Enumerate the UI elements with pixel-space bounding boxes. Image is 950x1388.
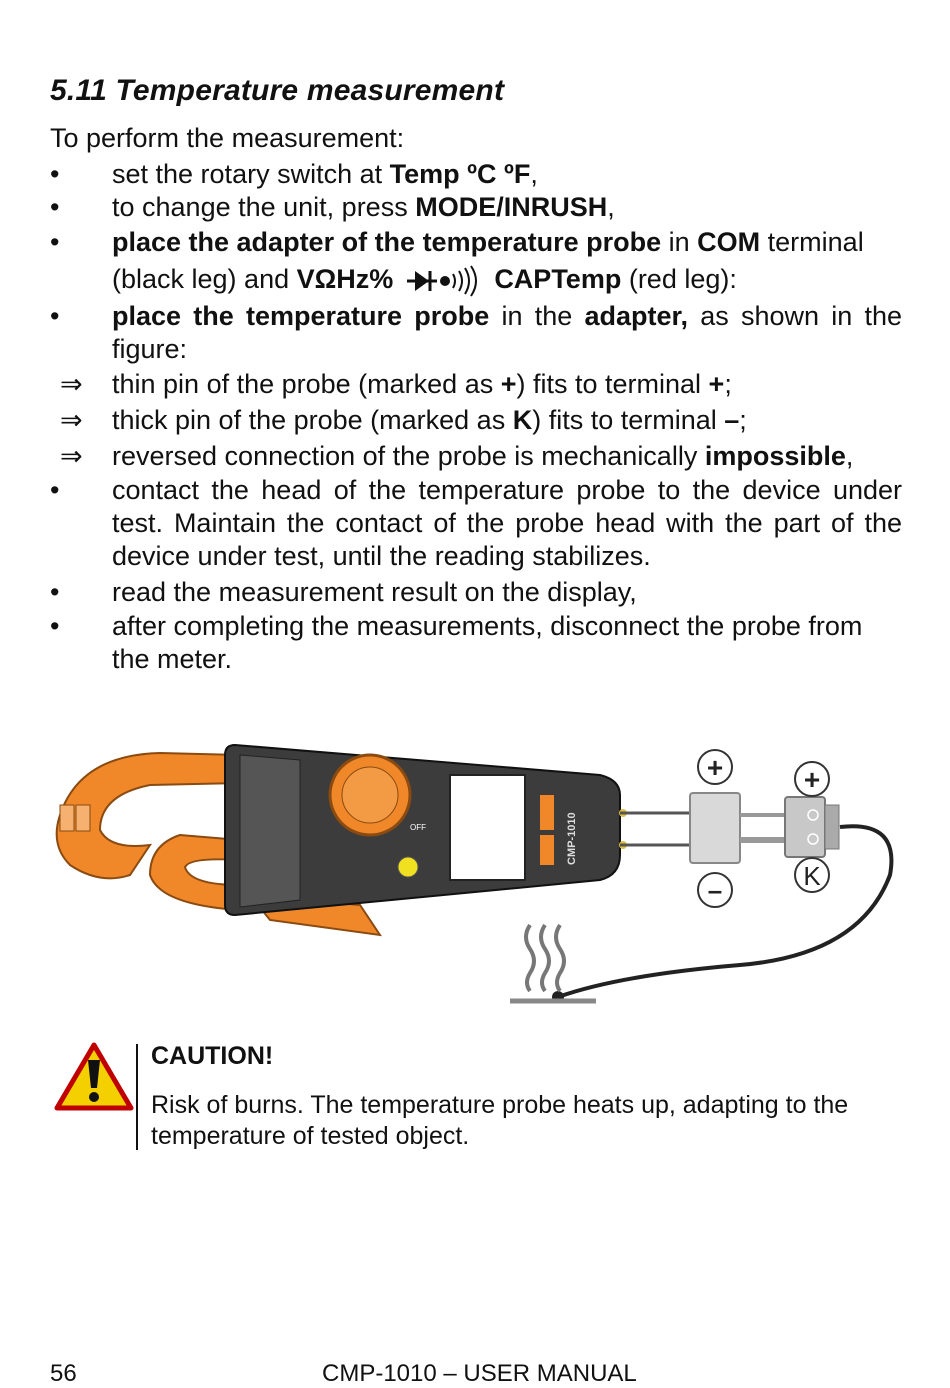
- list-item: • place the temperature probe in the ada…: [50, 301, 902, 473]
- diode-buzzer-icon: [406, 265, 477, 297]
- probe-k-marker: K: [794, 857, 830, 893]
- display-window: [449, 774, 526, 881]
- list-item: • place the adapter of the temperature p…: [50, 224, 902, 298]
- temperature-adapter: [689, 792, 800, 864]
- clamp-meter-figure: OFF CMP-1010: [55, 743, 894, 1004]
- device-model-label: CMP-1010: [566, 812, 578, 865]
- probe-plug: [784, 796, 840, 858]
- procedure-list: • set the rotary switch at Temp ºC ºF, •…: [50, 158, 902, 676]
- list-item: • read the measurement result on the dis…: [50, 577, 637, 607]
- svg-text:–: –: [708, 875, 722, 905]
- caution-text: Risk of burns. The temperature probe hea…: [151, 1091, 849, 1150]
- sub-list-item: ⇒ thin pin of the probe (marked as +) fi…: [60, 369, 732, 399]
- adapter-minus-marker: –: [697, 872, 733, 908]
- list-item: • set the rotary switch at Temp ºC ºF,: [50, 159, 538, 189]
- list-item: • contact the head of the temperature pr…: [50, 475, 902, 571]
- svg-text:+: +: [804, 764, 820, 795]
- page-number: 56: [50, 1360, 77, 1387]
- off-label: OFF: [410, 823, 426, 832]
- warning-icon: [54, 1042, 134, 1111]
- list-item: • after completing the measurements, dis…: [50, 611, 863, 674]
- svg-text:+: +: [707, 752, 723, 783]
- intro-text: To perform the measurement:: [50, 123, 405, 153]
- meter-body: OFF CMP-1010: [224, 743, 627, 917]
- sub-list: ⇒ thin pin of the probe (marked as +) fi…: [50, 366, 902, 473]
- probe-plus-marker: +: [794, 761, 830, 797]
- footer-title: CMP-1010 – USER MANUAL: [322, 1360, 637, 1387]
- sub-list-item: ⇒ thick pin of the probe (marked as K) f…: [60, 405, 747, 435]
- svg-text:K: K: [803, 861, 821, 891]
- caution-title: CAUTION!: [151, 1042, 274, 1070]
- probe-cable: [557, 824, 894, 999]
- caution-divider: [136, 1044, 138, 1150]
- section-heading: 5.11 Temperature measurement: [50, 74, 505, 107]
- heat-icon: [510, 923, 596, 1004]
- sub-list-item: ⇒ reversed connection of the probe is me…: [60, 441, 854, 471]
- adapter-plus-marker: +: [697, 749, 733, 785]
- list-item: • to change the unit, press MODE/INRUSH,: [50, 192, 615, 222]
